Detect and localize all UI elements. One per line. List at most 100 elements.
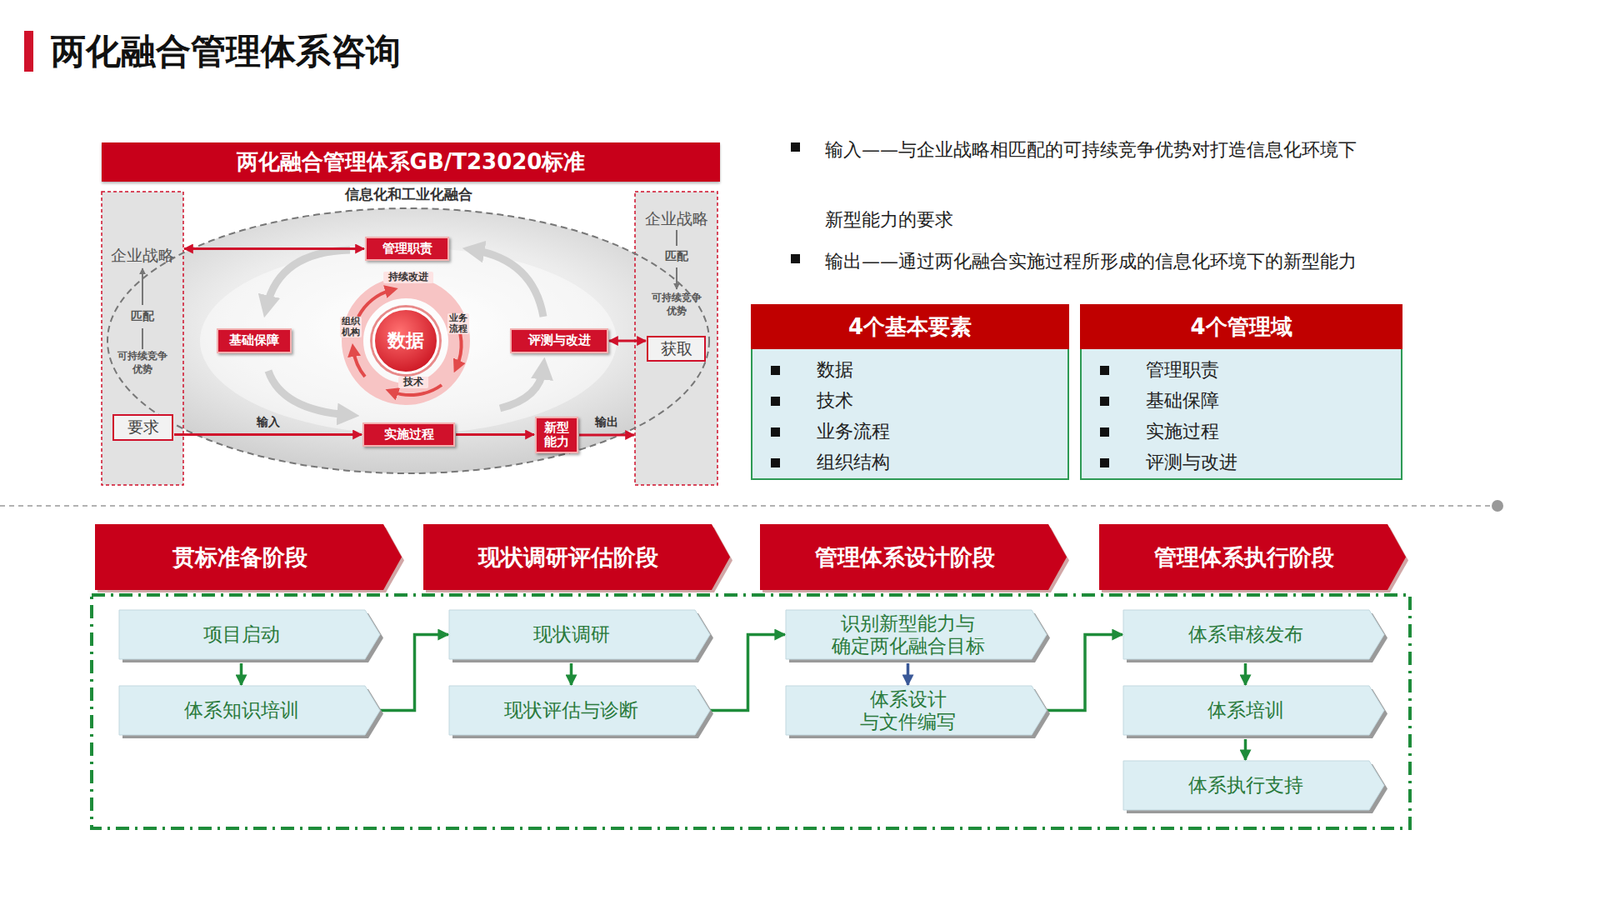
connector [455,433,535,436]
list-heading: 4个基本要素 [750,304,1070,350]
bullet [770,458,780,468]
connector [906,663,910,685]
panel-text: 可持续竞争优势 [646,291,706,318]
box-label: 实施过程 [384,427,435,442]
box-label: 两化融合管理体系GB/T23020标准 [236,147,586,177]
step-fill [1123,610,1385,660]
strategy-panel: 企业战略匹配可持续竞争优势要求 [101,191,184,485]
bullet [770,427,780,437]
step-fill [785,685,1047,735]
note-label: 新型能力的要求 [825,206,1075,234]
fusion-ellipse [107,208,710,474]
step-label: 现状评估与诊断 [504,699,639,721]
match-arrow [675,230,678,246]
match-arrow [675,267,678,290]
bullet [1100,365,1110,375]
requirement-box: 要求 [112,414,174,441]
stage-fill [423,524,730,590]
note-label: 技术 [398,376,429,389]
box-label: 获取 [660,338,693,360]
bullet [770,396,780,406]
box-label: 评测与改进 [528,333,591,348]
box-label: 新型能力 [539,420,575,450]
connector [1244,739,1248,760]
match-arrow [141,268,144,305]
step-label: 现状调研 [533,623,610,645]
bullet [770,365,780,375]
list-item: 数据 [816,357,854,383]
step-fill [1123,760,1385,810]
step-box: 体系设计 与文件编写 [785,685,1047,735]
connector [1046,635,1123,711]
step-fill [449,610,710,660]
domain-box: 实施过程 [362,422,455,447]
title-bar [24,30,34,72]
box-label: 数据 [387,328,425,354]
ring-arrow [353,350,365,377]
stage-label: 管理体系设计阶段 [815,542,995,573]
stage-label: 现状调研评估阶段 [478,542,659,573]
bullet [790,142,800,152]
element-list-box: 4个基本要素数据技术业务流程组织结构 [750,304,1070,480]
stage-fill [95,524,402,590]
step-label: 体系培训 [1207,699,1285,721]
ellipse-outline [107,208,710,474]
edge-label: 输入 [256,415,280,430]
cycle-arrow [268,370,349,415]
bullet [1100,458,1110,468]
step-label: 体系审核发布 [1188,623,1304,645]
step-fill [785,610,1047,660]
domain-box: 管理职责 [365,236,450,261]
bullet [790,254,800,264]
connector [1244,663,1248,685]
bullet [1100,396,1110,406]
list-item: 管理职责 [1145,357,1220,383]
list-item: 评测与改进 [1145,450,1238,475]
step-fill [449,685,710,735]
separator [0,505,1492,507]
panel-ground [101,191,184,485]
step-box: 体系知识培训 [119,685,380,735]
stage-arrow: 贯标准备阶段 [95,524,402,590]
note-label: 持续改进 [383,271,434,284]
standard-band: 两化融合管理体系GB/T23020标准 [101,142,720,182]
list-item: 基础保障 [1145,388,1220,414]
step-box: 现状评估与诊断 [449,685,710,735]
cycle-arrow [266,250,350,307]
stage-frame [91,595,1410,829]
connector [380,635,449,711]
acquire-box: 获取 [646,335,706,362]
connector [570,663,574,685]
bullet [1100,427,1110,437]
box-label: 要求 [127,416,160,439]
step-box: 现状调研 [449,610,710,660]
note-label: 业务流程 [447,313,470,335]
step-fill [119,610,380,660]
note-label: 组织机构 [340,316,362,338]
connector [609,340,646,343]
panel-text: 匹配 [635,248,718,264]
connector [184,247,365,250]
capability-box: 新型能力 [535,416,579,454]
stage-fill [760,524,1067,590]
list-item: 组织结构 [816,450,890,475]
step-fill [119,685,380,735]
list-item: 业务流程 [816,419,890,445]
stage-label: 贯标准备阶段 [172,542,308,573]
domain-box: 基础保障 [216,328,292,354]
inner-ellipse [200,247,617,435]
note-label: 输入——与企业战略相匹配的可持续竞争优势对打造信息化环境下 [825,136,1400,164]
match-arrow [141,328,144,350]
step-label: 项目启动 [203,623,280,645]
page-title: 两化融合管理体系咨询 [50,28,401,75]
strategy-panel: 企业战略匹配可持续竞争优势获取 [635,191,718,485]
stage-arrow: 现状调研评估阶段 [423,524,730,590]
edge-label: 输出 [595,415,619,430]
domain-box: 评测与改进 [510,328,609,354]
connector [710,635,785,711]
note-label: 信息化和工业化融合 [325,186,492,204]
panel-text: 企业战略 [101,245,184,266]
panel-text: 企业战略 [635,208,718,230]
panel-ground [635,191,718,485]
